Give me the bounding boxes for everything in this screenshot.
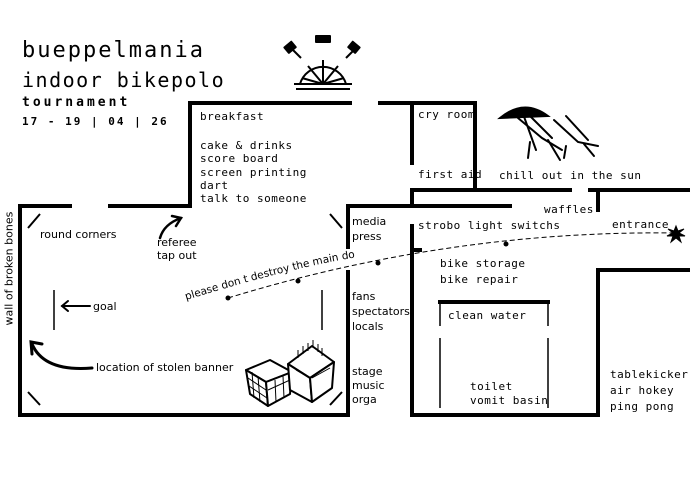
toilet-label: toilet vomit basin xyxy=(470,380,548,408)
fans-label: fans spectators locals xyxy=(352,289,410,334)
press-text: press xyxy=(352,230,382,243)
bike-storage-label: bike storage xyxy=(440,257,526,270)
banner-arrow-icon xyxy=(29,340,94,370)
stolen-banner-label: location of stolen banner xyxy=(96,361,234,374)
vomit-basin-text: vomit basin xyxy=(470,394,549,407)
goals xyxy=(53,290,323,330)
referee-arrow-icon xyxy=(158,214,183,240)
first-aid-label: first aid xyxy=(418,168,483,181)
strobo-switch-label: strobo light switchs xyxy=(418,219,561,232)
goal-arrow-icon xyxy=(60,300,91,312)
media-text: media xyxy=(352,215,387,228)
music-text: music xyxy=(352,379,385,392)
crate-icon xyxy=(245,340,335,407)
breakfast-item: cake & drinks xyxy=(200,139,293,152)
beach-chairs-icon xyxy=(497,106,599,161)
clean-water-label: clean water xyxy=(448,309,527,322)
route-dots xyxy=(225,241,509,301)
bike-area-label: bike storage bike repair xyxy=(440,256,525,288)
tap-out-text: tap out xyxy=(157,249,197,262)
event-title: bueppelmania xyxy=(22,38,205,63)
breakfast-item: dart xyxy=(200,178,229,192)
breakfast-item: talk to someone xyxy=(200,192,307,206)
locals-text: locals xyxy=(352,320,384,333)
alarm-clock-icon xyxy=(283,35,361,90)
entrance-label: entrance xyxy=(612,218,669,231)
breakfast-item: score board xyxy=(200,152,279,166)
goal-label: goal xyxy=(93,300,117,313)
chill-out-label: chill out in the sun xyxy=(499,169,642,182)
games-label: tablekicker air hokey ping pong xyxy=(610,367,688,415)
building-walls xyxy=(18,101,690,417)
interior-lines xyxy=(110,205,549,408)
wall-of-broken-bones-label: wall of broken bones xyxy=(2,211,16,326)
orga-text: orga xyxy=(352,393,377,406)
event-dates: 17 - 19 | 04 | 26 xyxy=(22,115,169,128)
event-subtitle: indoor bikepolo xyxy=(22,68,226,92)
stage-label: stage music orga xyxy=(352,365,385,407)
stage-text: stage xyxy=(352,365,383,378)
bike-repair-label: bike repair xyxy=(440,273,519,286)
air-hokey-text: air hokey xyxy=(610,384,675,397)
court-corners xyxy=(27,213,343,406)
tablekicker-text: tablekicker xyxy=(610,368,689,381)
fans-text: fans xyxy=(352,290,376,303)
cry-room-label: cry room xyxy=(418,108,475,121)
round-corners-label: round corners xyxy=(40,228,117,241)
explosion-icon xyxy=(666,224,686,244)
media-label: media press xyxy=(352,214,386,244)
event-type: tournament xyxy=(22,95,131,110)
ping-pong-text: ping pong xyxy=(610,400,675,413)
breakfast-item: screen printing xyxy=(200,165,307,179)
spectators-text: spectators xyxy=(352,305,410,318)
breakfast-heading: breakfast xyxy=(200,110,265,123)
referee-text: referee xyxy=(157,236,197,249)
breakfast-list: cake & drinks score board screen printin… xyxy=(200,139,307,205)
referee-label: referee tap out xyxy=(157,236,197,262)
toilet-text: toilet xyxy=(470,380,513,393)
dashed-route xyxy=(227,232,677,299)
waffles-label: waffles xyxy=(544,203,594,216)
